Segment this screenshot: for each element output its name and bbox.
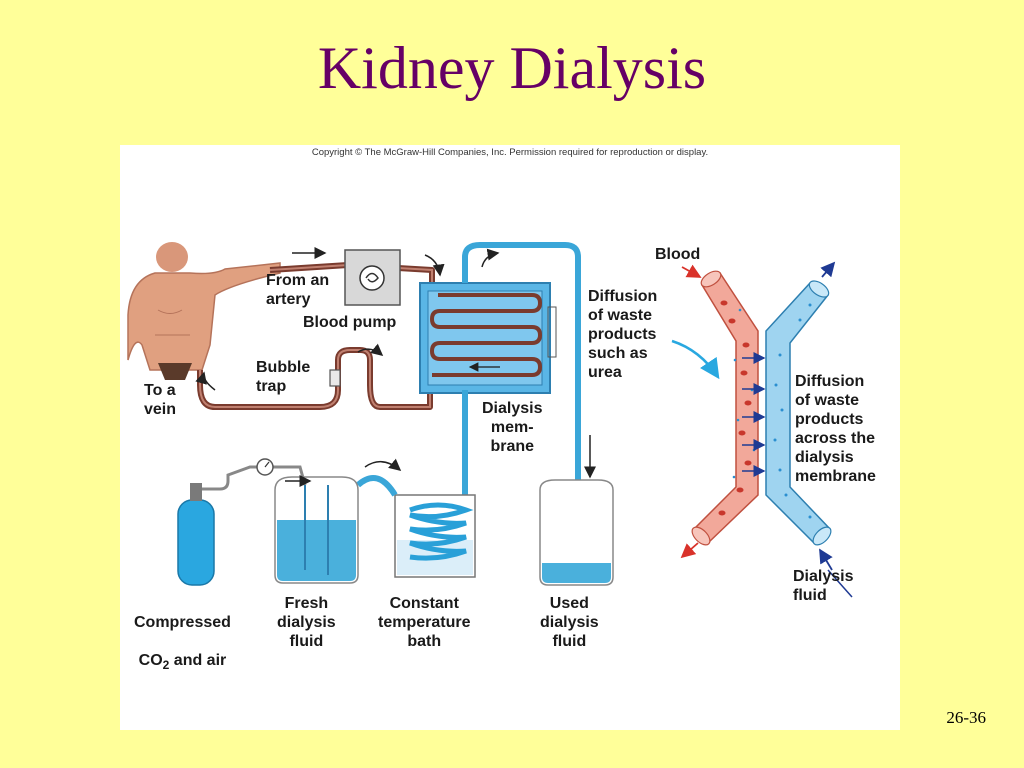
dialysis-diagram (127, 242, 853, 598)
copyright-notice: Copyright © The McGraw-Hill Companies, I… (311, 147, 709, 158)
label-and-air: and air (169, 652, 227, 669)
slide-title: Kidney Dialysis (317, 35, 707, 101)
pressure-gauge-icon (256, 458, 274, 476)
label-used-fluid: Used dialysis fluid (540, 595, 599, 650)
label-blood-pump: Blood pump (303, 314, 397, 331)
label-diffusion-products: Diffusion of waste products such as urea (588, 288, 658, 381)
label-to-vein: To a vein (144, 382, 177, 418)
blood-pump-icon (344, 249, 401, 306)
label-fresh-fluid: Fresh dialysis fluid (277, 595, 336, 650)
label-co-sub: 2 (162, 658, 170, 673)
gas-cylinder-icon (177, 465, 307, 586)
label-dialysis-fluid: Dialysis fluid (793, 568, 854, 604)
fluid-vessel (732, 280, 832, 546)
label-compressed: Compressed (134, 614, 231, 631)
page-number: 26-36 (946, 708, 986, 727)
human-torso-icon (127, 242, 281, 380)
label-diffusion-across: Diffusion of waste products across the d… (795, 373, 876, 485)
bubble-trap-icon (329, 369, 341, 387)
label-compressed-co2: Compressed CO2 and air (134, 594, 231, 675)
label-constant-bath: Constant temperature bath (378, 595, 471, 650)
label-bubble-trap: Bubble trap (256, 359, 311, 395)
label-dialysis-membrane: Dialysis mem- brane (482, 400, 543, 455)
dialysis-figure: Copyright © The McGraw-Hill Companies, I… (120, 145, 900, 730)
fresh-fluid-bottle (274, 476, 359, 584)
label-blood: Blood (655, 246, 701, 263)
label-from-artery: From an artery (266, 272, 330, 308)
blood-vessel (691, 270, 759, 546)
used-fluid-bottle (539, 479, 614, 586)
label-co: CO (138, 652, 163, 669)
